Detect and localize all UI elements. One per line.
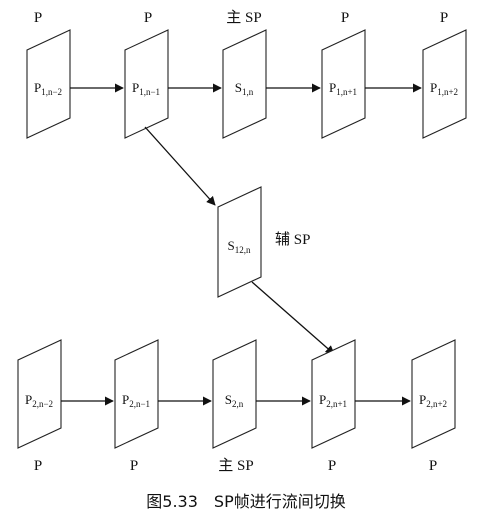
frame-s1-n-label: S1,n: [235, 80, 254, 97]
frame-p1-n+2-label: P1,n+2: [430, 80, 458, 97]
frame-p1-n+1-label: P1,n+1: [329, 80, 357, 97]
row2-type-label-3: 主 SP: [218, 457, 253, 474]
frame-p1-n-2: P1,n−2: [26, 29, 71, 139]
frame-p1-n-1-label: P1,n−1: [132, 80, 160, 97]
frame-p2-n+2: P2,n+2: [411, 339, 456, 449]
frame-p2-n+1: P2,n+1: [311, 339, 356, 449]
frame-p2-n-1-label: P2,n−1: [122, 392, 150, 409]
frame-s12-n-label: S12,n: [228, 238, 251, 255]
frame-p2-n-2-label: P2,n−2: [25, 392, 53, 409]
switching-sp-type-label: 辅 SP: [275, 231, 310, 248]
frame-s2-n: S2,n: [212, 339, 257, 449]
row2-type-label-4: P: [328, 458, 336, 474]
diagram-canvas: P P 主 SP P P P1,n−2 P1,n−1 S1,n P1,n+1 P…: [17, 9, 467, 474]
row1-type-label-1: P: [34, 10, 42, 26]
figure-caption: 图5.33 SP帧进行流间切换: [146, 492, 346, 511]
row2-type-label-1: P: [34, 458, 42, 474]
frame-p2-n-2: P2,n−2: [17, 339, 62, 449]
frame-p2-n-1: P2,n−1: [114, 339, 159, 449]
arrow-switch-in: [144, 126, 216, 206]
row2-type-label-2: P: [130, 458, 138, 474]
frame-p1-n-2-label: P1,n−2: [34, 80, 62, 97]
row1-type-label-3: 主 SP: [226, 9, 261, 26]
frame-p1-n+2: P1,n+2: [422, 29, 467, 139]
frame-s1-n: S1,n: [222, 29, 267, 139]
frame-p1-n-1: P1,n−1: [124, 29, 169, 139]
row1-type-label-5: P: [440, 10, 448, 26]
frame-s2-n-label: S2,n: [225, 392, 244, 409]
arrow-switch-out: [251, 281, 335, 355]
row2-type-label-5: P: [429, 458, 437, 474]
row1-type-label-4: P: [341, 10, 349, 26]
frame-p2-n+1-label: P2,n+1: [319, 392, 347, 409]
frame-s12-n: S12,n: [217, 186, 262, 298]
frame-p1-n+1: P1,n+1: [321, 29, 366, 139]
row1-type-label-2: P: [144, 10, 152, 26]
frame-p2-n+2-label: P2,n+2: [419, 392, 447, 409]
